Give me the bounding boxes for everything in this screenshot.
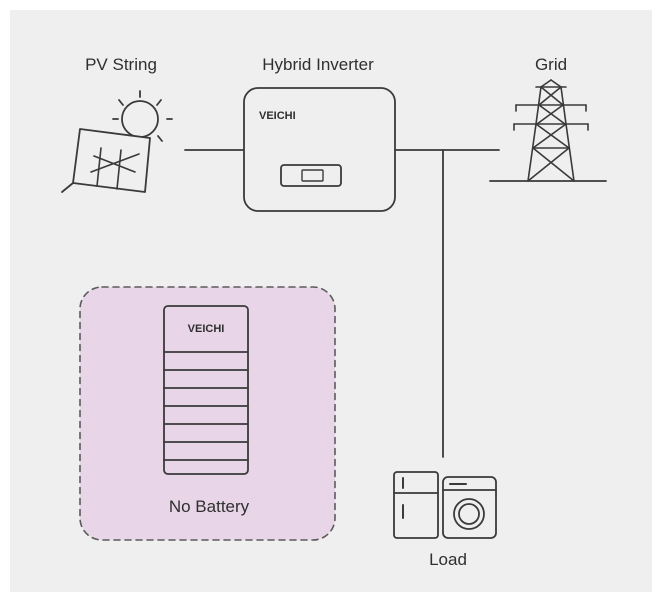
battery-zone	[79, 286, 336, 541]
load-appliances-icon	[393, 471, 497, 539]
pv-panel-icon	[61, 90, 173, 193]
grid-label: Grid	[534, 55, 568, 74]
load-label: Load	[429, 550, 467, 569]
no-battery-label: No Battery	[168, 497, 250, 516]
battery-icon	[163, 305, 249, 475]
hybrid-inverter-label: Hybrid Inverter	[262, 55, 374, 74]
grid-tower-icon	[489, 79, 607, 182]
battery-brand-logo: VEICHI	[188, 323, 225, 335]
inverter-brand-logo: VEICHI	[259, 110, 296, 122]
inverter-icon	[243, 87, 396, 212]
pv-string-label: PV String	[85, 55, 157, 74]
